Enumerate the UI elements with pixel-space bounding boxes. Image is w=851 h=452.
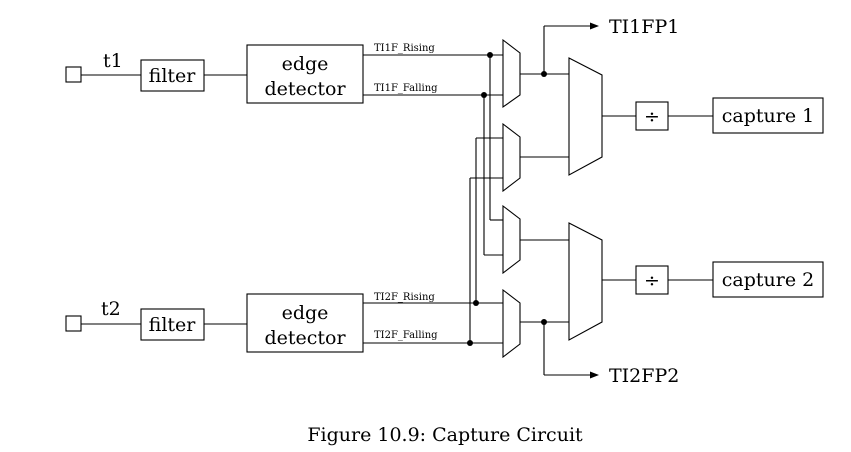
- edge-detector-1-line1: edge: [282, 53, 329, 75]
- prescaler-2-box: [635, 265, 669, 295]
- prescaler-2-icon: ÷: [644, 270, 660, 292]
- edge-detector-2-line2: detector: [264, 327, 346, 349]
- junction-ti1f-falling: [481, 92, 487, 98]
- ti2fp2-label: TI2FP2: [609, 365, 679, 387]
- mux-4: [502, 288, 521, 359]
- ti1f-falling-label: TI1F_Falling: [374, 83, 438, 94]
- junction-ti2f-rising: [473, 300, 479, 306]
- filter-2-label: filter: [149, 314, 197, 336]
- prescaler-1-box: [635, 101, 669, 131]
- mux-3: [502, 204, 521, 275]
- edge-detector-1-box: [246, 44, 364, 104]
- mux-large-1: [568, 57, 603, 176]
- ti1fp1-label: TI1FP1: [609, 16, 679, 38]
- t2-label: t2: [101, 298, 121, 320]
- junction-ti1f-rising: [487, 52, 493, 58]
- edge-detector-2-line1: edge: [282, 302, 329, 324]
- capture-2-box: [712, 261, 824, 298]
- t2-input-pin: [65, 315, 82, 332]
- mux-1: [502, 38, 521, 109]
- mux-large-2: [568, 222, 603, 341]
- capture-2-label: capture 2: [722, 269, 814, 291]
- edge-detector-1-line2: detector: [264, 78, 346, 100]
- ti1f-rising-label: TI1F_Rising: [374, 43, 435, 54]
- t1-input-pin: [65, 66, 82, 83]
- prescaler-1-icon: ÷: [644, 106, 660, 128]
- filter-2-box: [140, 308, 205, 341]
- edge-detector-2-box: [246, 293, 364, 353]
- ti2f-rising-label: TI2F_Rising: [374, 292, 435, 303]
- capture-1-box: [712, 97, 824, 134]
- mux-2: [502, 122, 521, 193]
- t1-label: t1: [103, 50, 123, 72]
- figure-caption: Figure 10.9: Capture Circuit: [307, 424, 583, 446]
- ti2f-falling-label: TI2F_Falling: [374, 330, 438, 341]
- junction-ti2f-falling: [467, 340, 473, 346]
- ti2fp2-arrowhead: [590, 371, 599, 379]
- capture-1-label: capture 1: [722, 105, 814, 127]
- filter-1-label: filter: [149, 65, 197, 87]
- ti1fp1-arrowhead: [590, 22, 599, 30]
